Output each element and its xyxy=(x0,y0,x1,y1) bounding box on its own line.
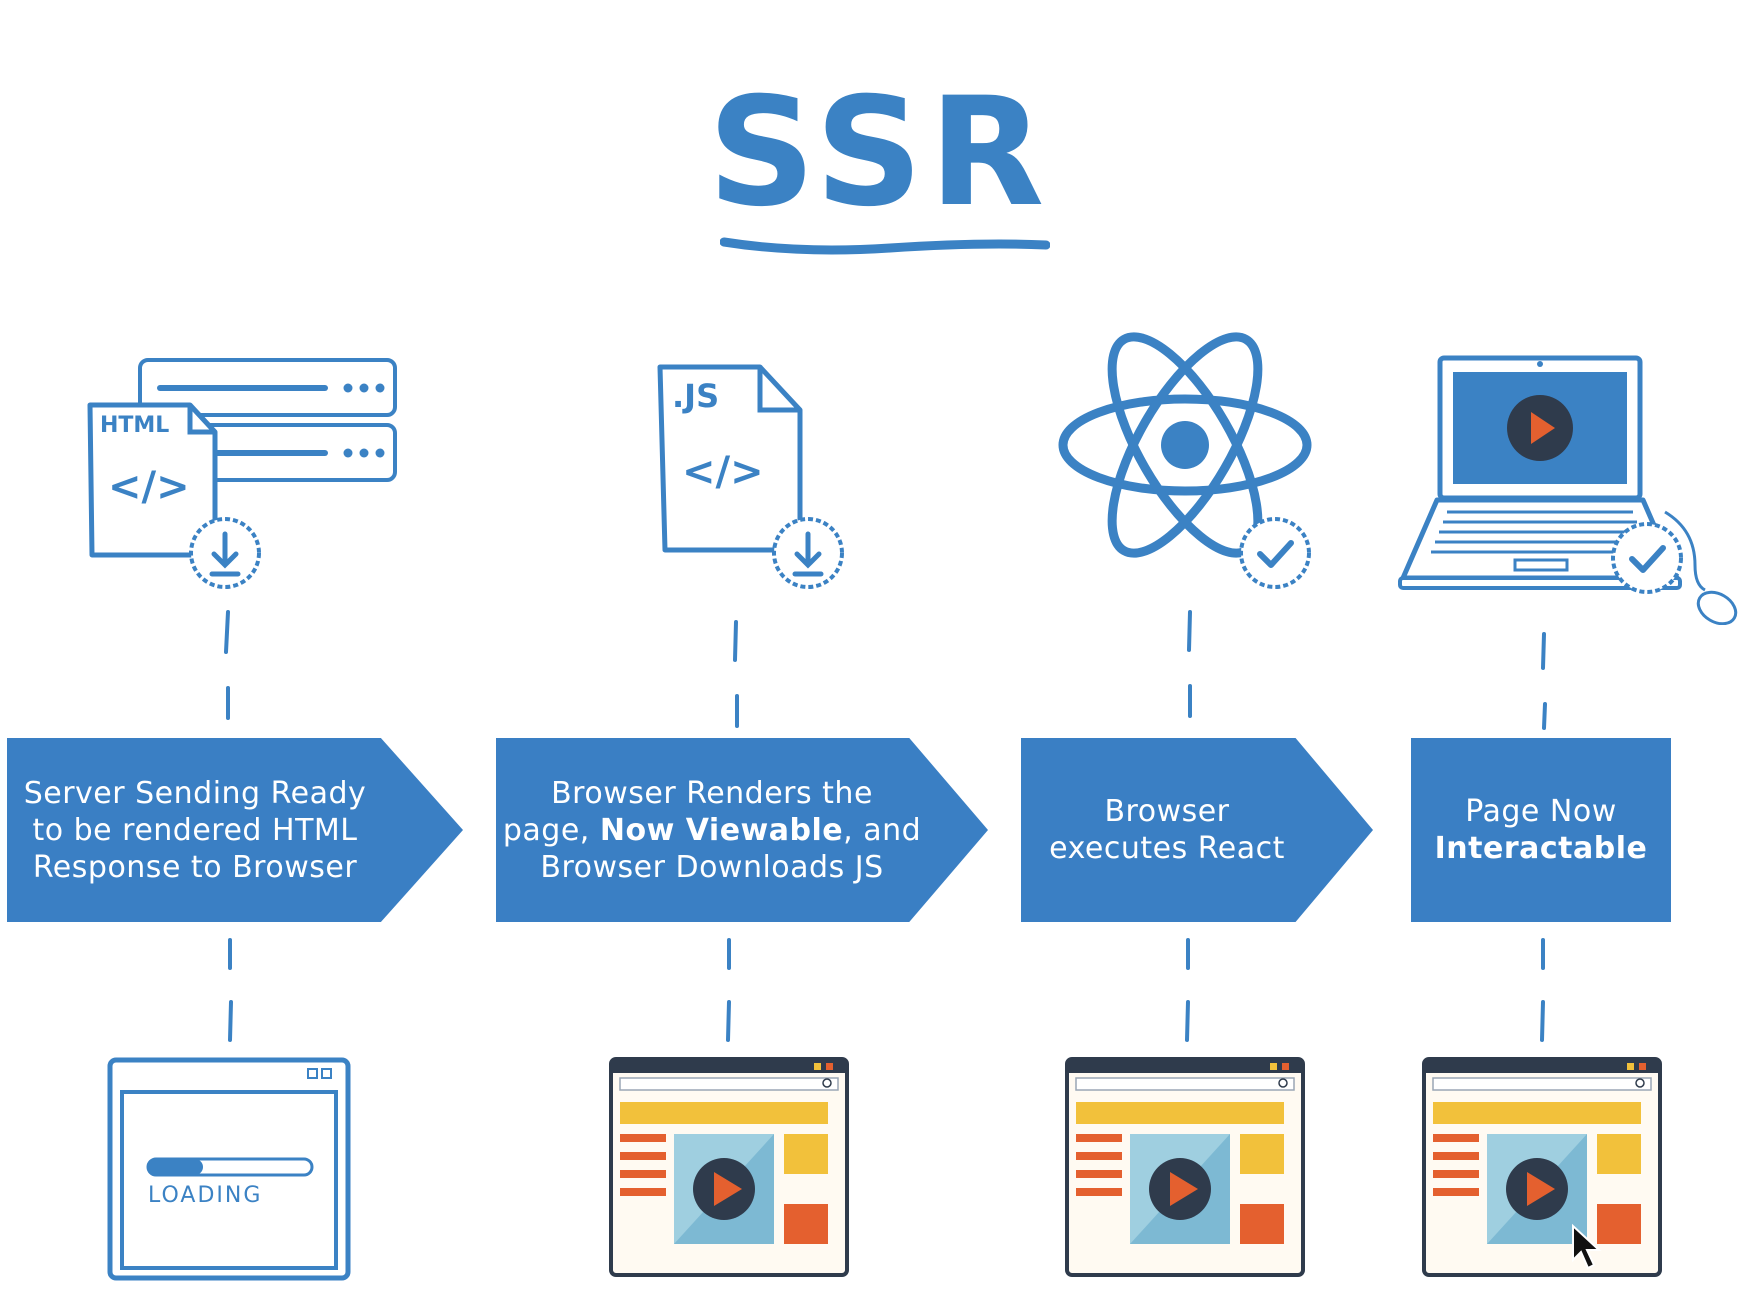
laptop-icon xyxy=(1398,355,1738,625)
js-file-label: .JS xyxy=(672,377,719,415)
step-browser-renders: Browser Renders the page, Now Viewable, … xyxy=(496,738,988,922)
step-executes-react: Browser executes React xyxy=(1021,738,1373,922)
server-html-icon: HTML </> xyxy=(87,358,397,589)
interactable-browser-icon xyxy=(1422,1057,1662,1277)
step2-line2-bold: Now Viewable xyxy=(599,812,844,848)
react-atom-icon xyxy=(1058,332,1312,589)
step4-line1: Page Now xyxy=(1465,794,1617,829)
html-code-glyph: </> xyxy=(108,464,190,510)
step3-line2: executes React xyxy=(1049,831,1285,866)
cursor-icon xyxy=(1572,1223,1602,1270)
loading-browser-icon: LOADING xyxy=(107,1057,351,1281)
step1-line3: Response to Browser xyxy=(32,849,358,885)
js-file-icon: .JS </> xyxy=(657,364,844,589)
step3-line1: Browser xyxy=(1104,794,1230,829)
connector-lines xyxy=(224,610,1547,1042)
page-title: SSR xyxy=(707,66,1051,240)
title-underline xyxy=(720,237,1050,255)
step1-line2: to be rendered HTML xyxy=(32,812,358,848)
step2-line1: Browser Renders the xyxy=(551,775,873,811)
step2-line2: page, Now Viewable, and xyxy=(503,812,921,849)
html-file-label: HTML xyxy=(100,413,169,438)
step2-line3: Browser Downloads JS xyxy=(540,849,884,885)
viewable-browser-icon xyxy=(609,1057,849,1277)
step1-line1: Server Sending Ready xyxy=(23,775,367,811)
step2-line2-pre: page, xyxy=(502,812,600,848)
react-browser-icon xyxy=(1065,1057,1305,1277)
step-server-sending: Server Sending Ready to be rendered HTML… xyxy=(7,738,463,922)
js-code-glyph: </> xyxy=(682,449,764,495)
loading-label: LOADING xyxy=(148,1183,262,1208)
step4-line2-bold: Interactable xyxy=(1434,831,1648,866)
step-interactable: Page Now Interactable xyxy=(1411,738,1671,922)
step2-line2-post: , and xyxy=(843,812,922,848)
